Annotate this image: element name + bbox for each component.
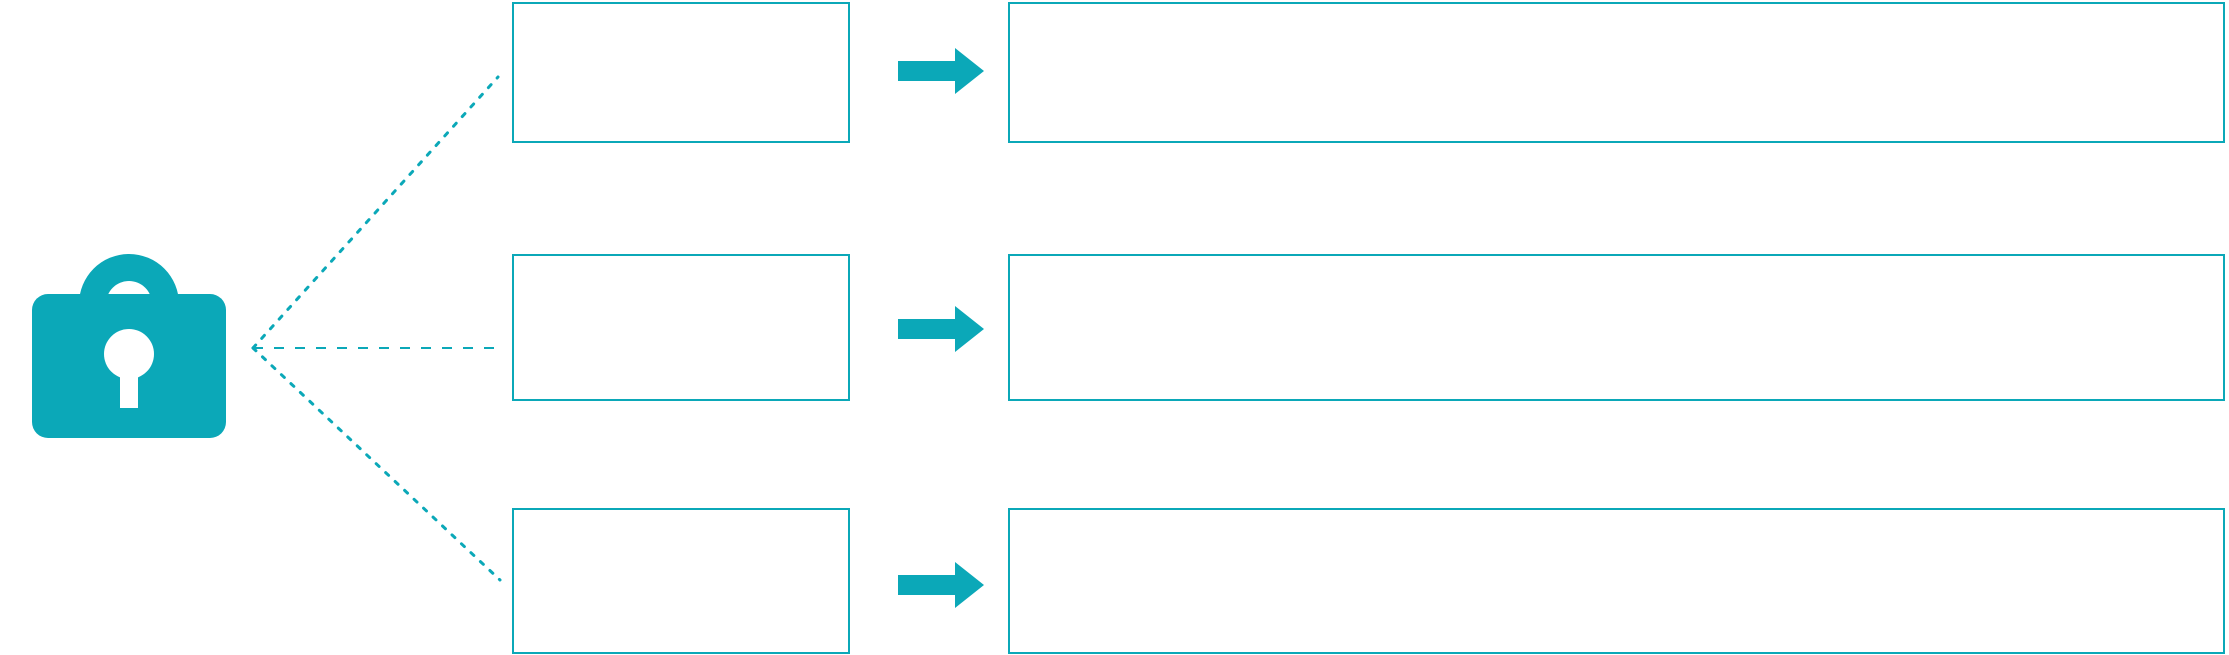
lock-icon — [32, 254, 226, 438]
diagram-row — [0, 0, 2229, 146]
row-3-small-box[interactable] — [512, 508, 850, 654]
row-1-wide-box[interactable] — [1008, 2, 2225, 143]
row-2-wide-box-label — [1010, 256, 2223, 276]
diagram-row — [0, 508, 2229, 655]
row-2-small-box-label — [514, 256, 848, 276]
diagram-row — [0, 252, 2229, 401]
row-3-wide-box-label — [1010, 510, 2223, 530]
row-1-small-box-label — [514, 4, 848, 24]
row-1-wide-box-label — [1010, 4, 2223, 24]
row-2-small-box[interactable] — [512, 254, 850, 401]
arrow-right-icon — [898, 306, 984, 352]
arrow-right-icon — [898, 562, 984, 608]
row-1-small-box[interactable] — [512, 2, 850, 143]
row-3-small-box-label — [514, 510, 848, 530]
arrow-right-icon — [898, 48, 984, 94]
row-2-wide-box[interactable] — [1008, 254, 2225, 401]
row-3-wide-box[interactable] — [1008, 508, 2225, 654]
